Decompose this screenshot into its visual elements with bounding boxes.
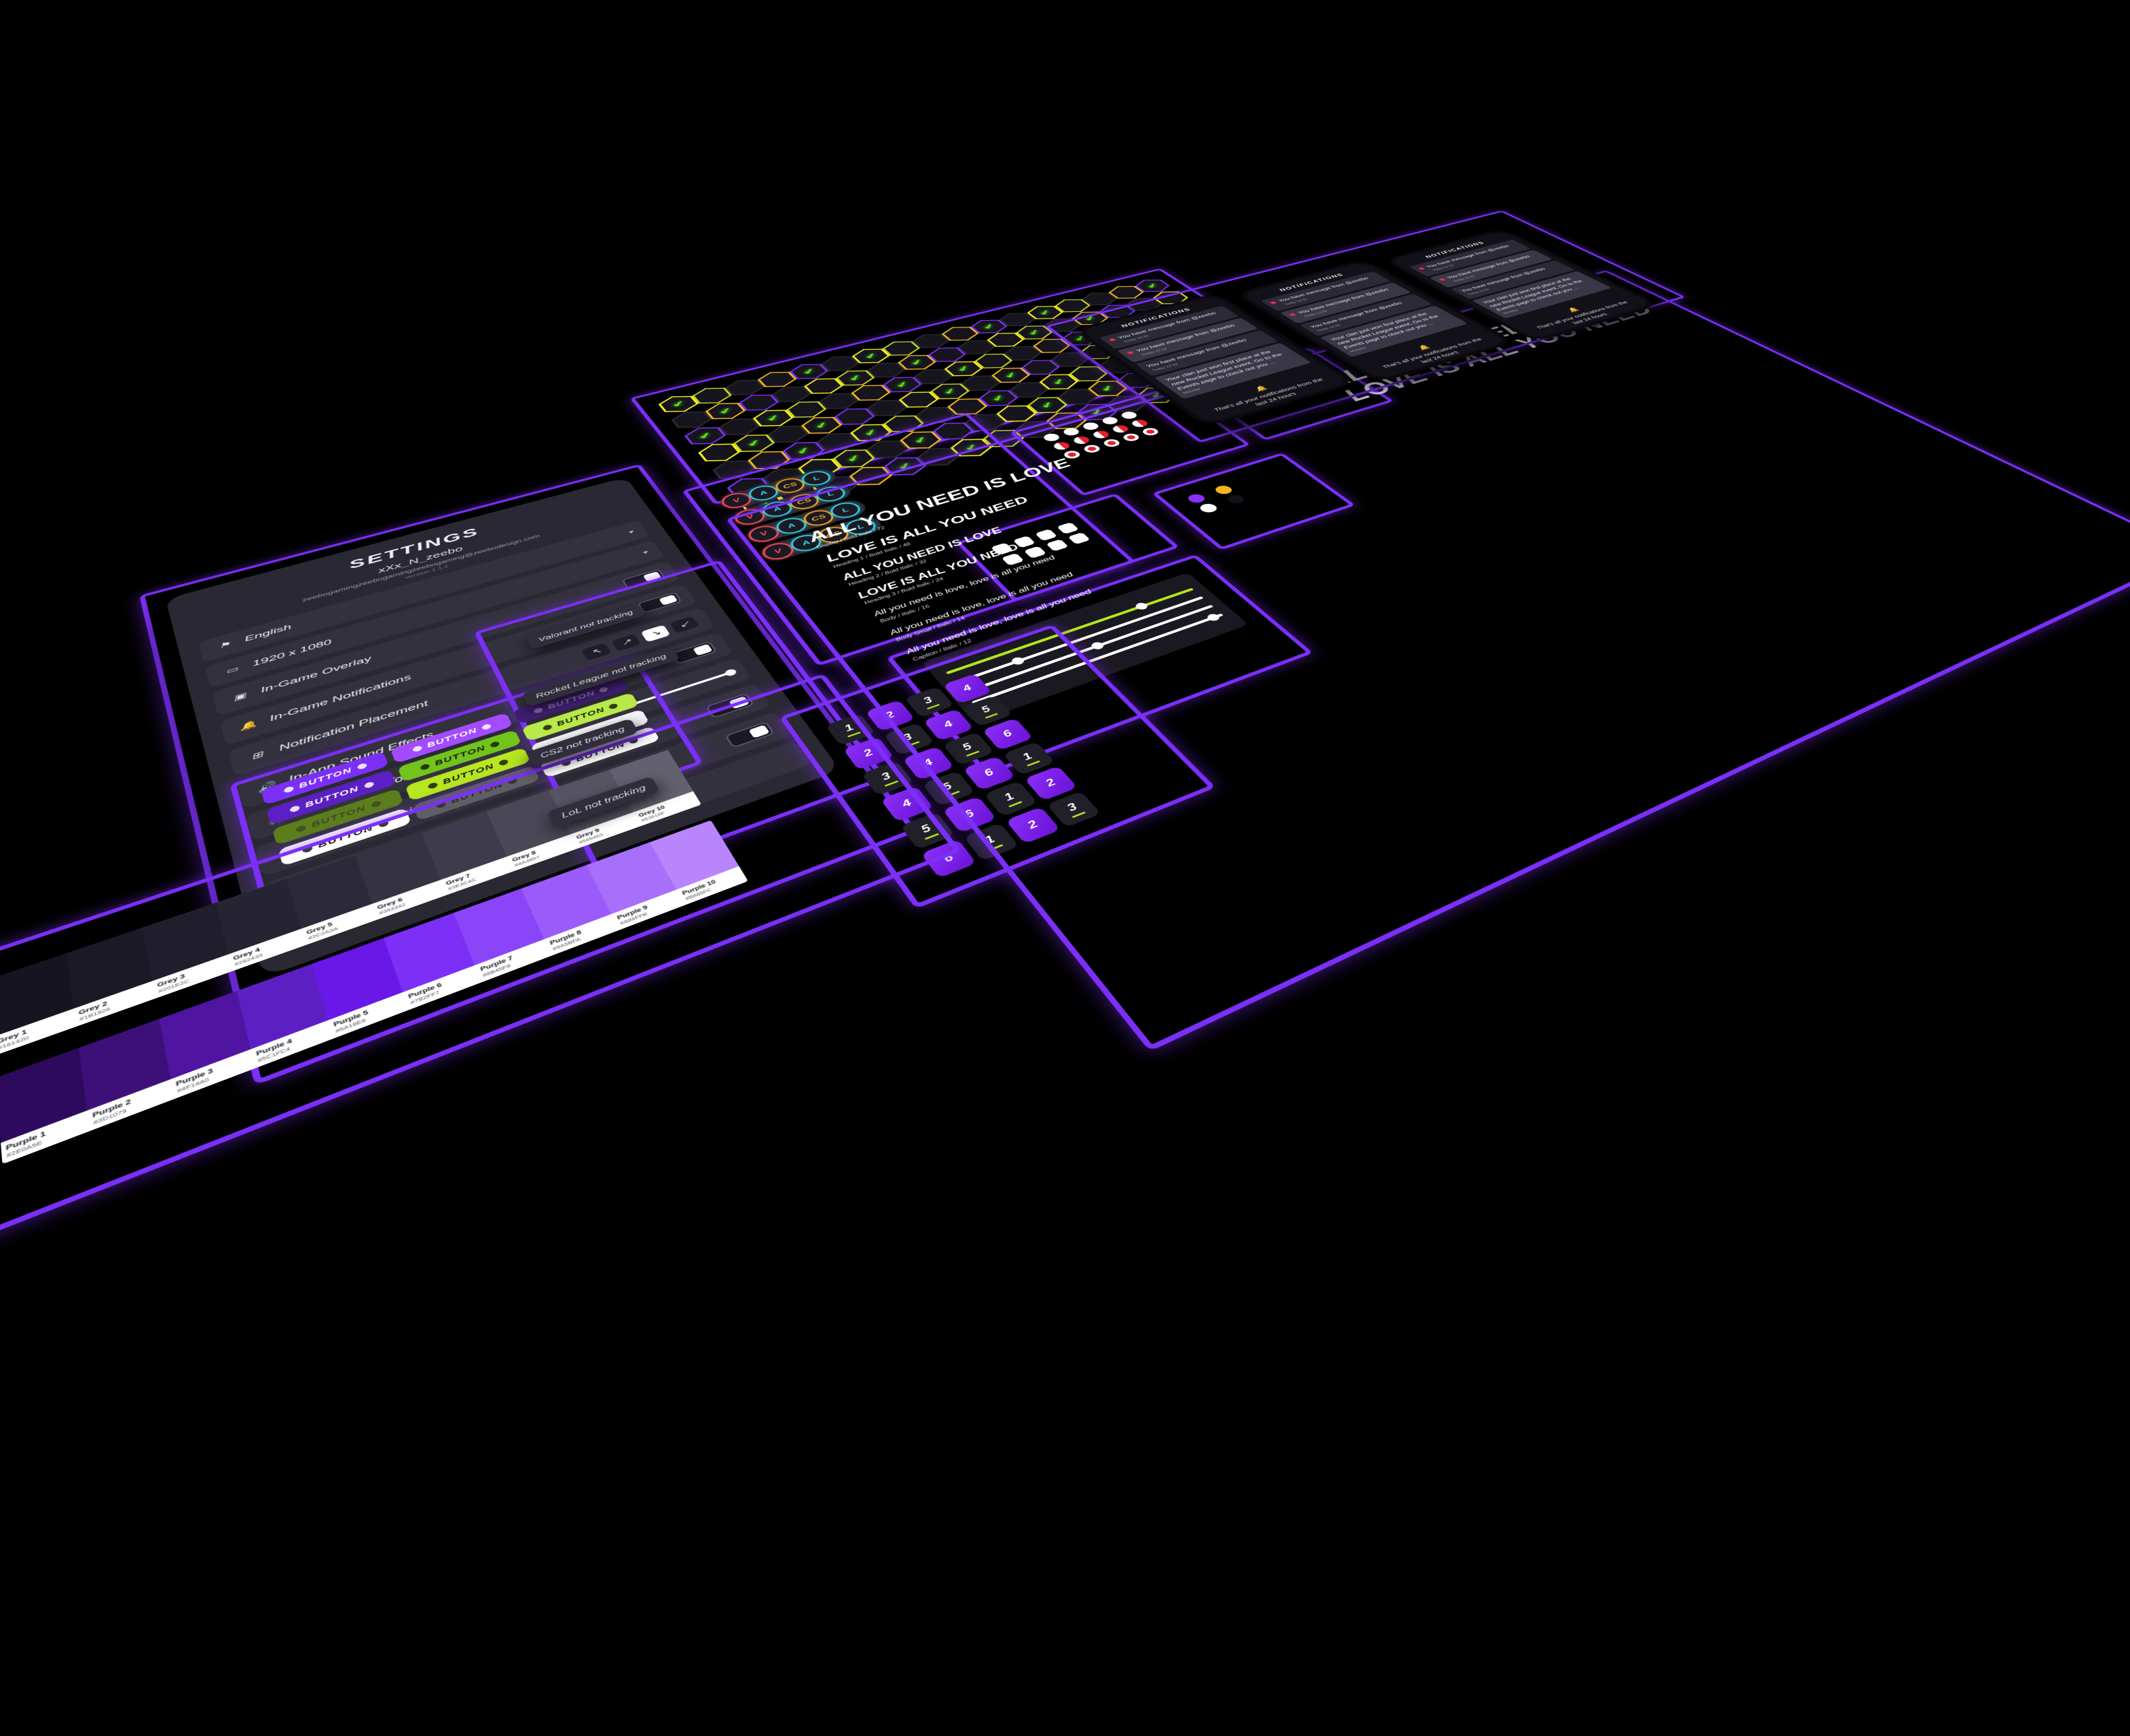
placement-icon: ⊞ xyxy=(245,747,269,765)
page-underline xyxy=(1008,801,1022,807)
unread-dot xyxy=(1270,301,1277,304)
unread-dot xyxy=(1419,267,1425,270)
bell-icon: 🔔 xyxy=(236,717,261,734)
chevron-down-icon[interactable]: ▾ xyxy=(626,529,635,536)
settings-title: SETTINGS xyxy=(187,488,623,616)
unread-dot xyxy=(1289,313,1296,316)
design-system-board: ✔✔✔✔✔✔✔✔✔✔✔✔✔✔✔✔✔✔✔✔✔✔✔✔✔✔✔✔✔✔✔✔✔✔✔✔✔✔✔✔… xyxy=(0,177,2130,1736)
flag-icon: ⚑ xyxy=(213,638,235,653)
overlay-icon: ▣ xyxy=(228,689,251,705)
toggle-switch[interactable] xyxy=(637,592,682,614)
board-stage: ✔✔✔✔✔✔✔✔✔✔✔✔✔✔✔✔✔✔✔✔✔✔✔✔✔✔✔✔✔✔✔✔✔✔✔✔✔✔✔✔… xyxy=(0,0,2130,1272)
chevron-down-icon[interactable]: ▾ xyxy=(641,549,649,556)
unread-dot xyxy=(1439,278,1445,281)
palette-frame xyxy=(0,674,961,1246)
